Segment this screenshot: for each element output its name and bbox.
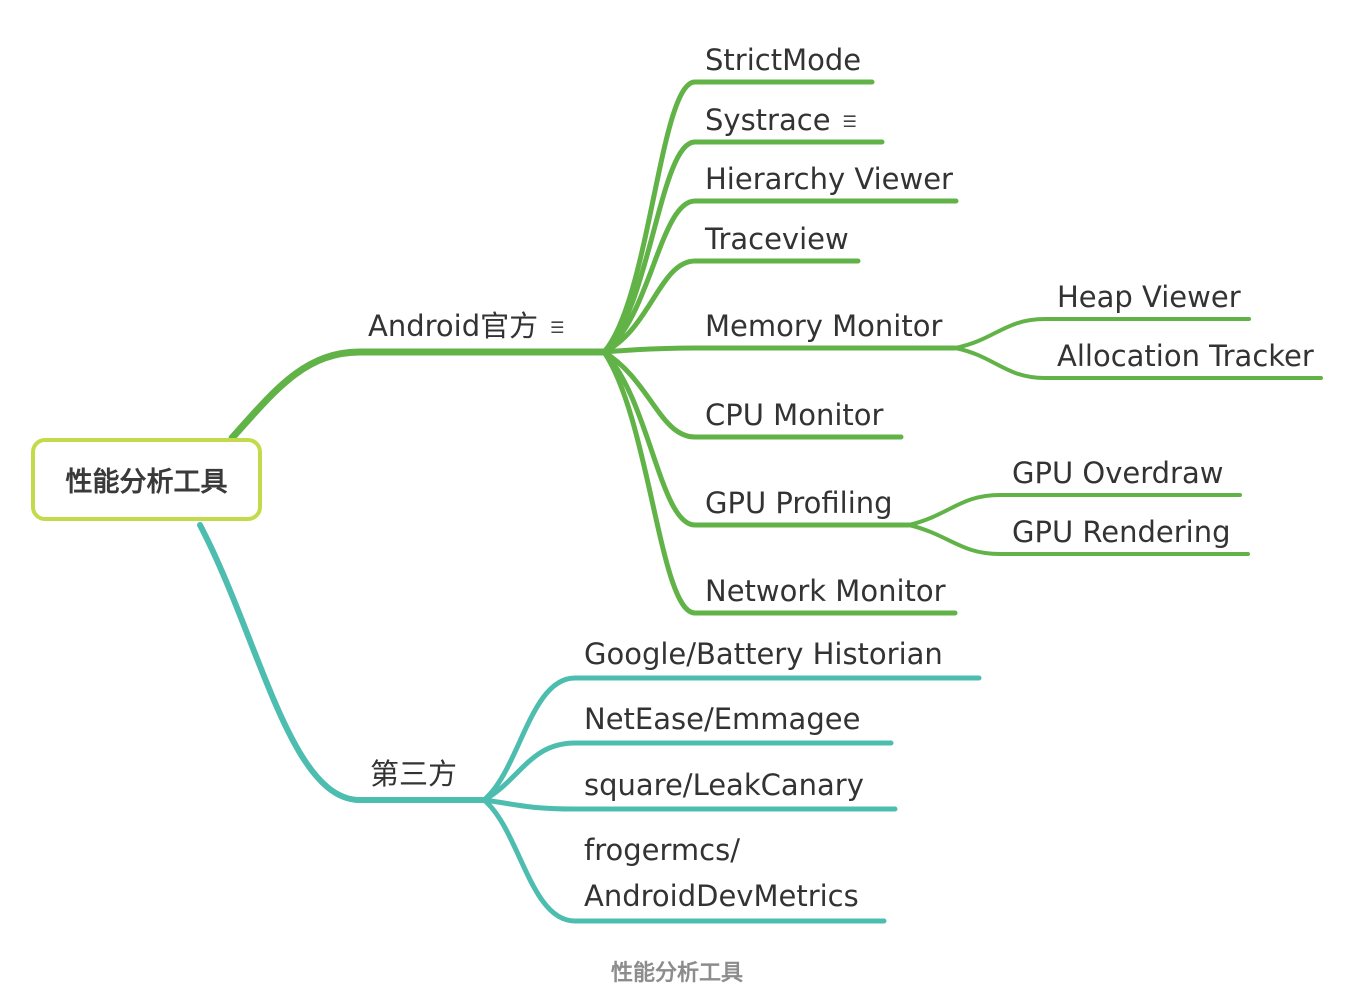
edge-leakcanary [481, 797, 898, 812]
branch-third-party[interactable]: 第三方 [370, 760, 457, 789]
edge-gpu-overdraw [907, 493, 1242, 527]
node-network-monitor-label: Network Monitor [705, 574, 946, 608]
edge-battery-historian [481, 675, 982, 803]
edge-hierarchy [601, 198, 959, 355]
node-allocation-tracker[interactable]: Allocation Tracker [1057, 342, 1314, 371]
edge-gpu-profiling [601, 349, 912, 528]
node-memory-monitor-label: Memory Monitor [705, 309, 943, 343]
note-icon[interactable]: ☰ [550, 318, 565, 337]
node-gpu-overdraw[interactable]: GPU Overdraw [1012, 459, 1223, 488]
edge-emmagee [481, 740, 894, 803]
node-network-monitor[interactable]: Network Monitor [705, 577, 946, 606]
note-icon[interactable]: ☰ [842, 112, 857, 131]
edge-traceview [601, 258, 861, 355]
branch-android-label: Android官方 [368, 309, 539, 343]
node-memory-monitor[interactable]: Memory Monitor [705, 312, 942, 341]
node-leakcanary[interactable]: square/LeakCanary [584, 771, 864, 800]
edge-memory [601, 345, 958, 355]
edge-root-android [228, 348, 608, 442]
node-gpu-rendering-label: GPU Rendering [1012, 515, 1231, 549]
branch-third-party-label: 第三方 [370, 757, 458, 791]
node-cpu-monitor[interactable]: CPU Monitor [705, 401, 883, 430]
node-hierarchy-viewer-label: Hierarchy Viewer [705, 162, 953, 196]
edge-network [601, 349, 958, 616]
branch-android[interactable]: Android官方 ☰ [368, 312, 564, 341]
node-devmetrics-line1[interactable]: frogermcs/ [584, 836, 740, 865]
node-devmetrics-line2[interactable]: AndroidDevMetrics [584, 882, 859, 911]
edge-cpu [601, 349, 904, 440]
root-node-label: 性能分析工具 [65, 467, 228, 498]
edge-gpu-rendering [907, 523, 1250, 556]
node-systrace-label: Systrace [705, 103, 831, 137]
node-strictmode-label: StrictMode [705, 43, 862, 77]
node-battery-historian-label: Google/Battery Historian [584, 637, 943, 671]
node-devmetrics-label-line1: frogermcs/ [584, 833, 740, 867]
node-gpu-profiling-label: GPU Profiling [705, 486, 893, 520]
edge-heap-viewer [953, 317, 1251, 350]
root-node[interactable]: 性能分析工具 [31, 438, 262, 521]
edge-systrace [601, 139, 885, 355]
edge-root-third [197, 522, 487, 803]
edge-allocation [953, 346, 1323, 380]
edge-strictmode [601, 79, 875, 355]
node-emmagee[interactable]: NetEase/Emmagee [584, 705, 860, 734]
node-traceview[interactable]: Traceview [705, 225, 849, 254]
figure-caption: 性能分析工具 [610, 961, 743, 986]
node-devmetrics-label-line2: AndroidDevMetrics [584, 879, 859, 913]
node-gpu-profiling[interactable]: GPU Profiling [705, 489, 893, 518]
node-gpu-overdraw-label: GPU Overdraw [1012, 456, 1224, 490]
node-emmagee-label: NetEase/Emmagee [584, 702, 861, 736]
node-cpu-monitor-label: CPU Monitor [705, 398, 884, 432]
node-hierarchy-viewer[interactable]: Hierarchy Viewer [705, 165, 953, 194]
node-strictmode[interactable]: StrictMode [705, 46, 861, 75]
node-gpu-rendering[interactable]: GPU Rendering [1012, 518, 1231, 547]
node-heap-viewer[interactable]: Heap Viewer [1057, 283, 1241, 312]
node-battery-historian[interactable]: Google/Battery Historian [584, 640, 943, 669]
node-traceview-label: Traceview [705, 222, 849, 256]
edge-devmetrics [481, 797, 887, 924]
node-leakcanary-label: square/LeakCanary [584, 768, 864, 802]
node-heap-viewer-label: Heap Viewer [1057, 280, 1241, 314]
node-allocation-tracker-label: Allocation Tracker [1057, 339, 1314, 373]
node-systrace[interactable]: Systrace ☰ [705, 106, 857, 135]
